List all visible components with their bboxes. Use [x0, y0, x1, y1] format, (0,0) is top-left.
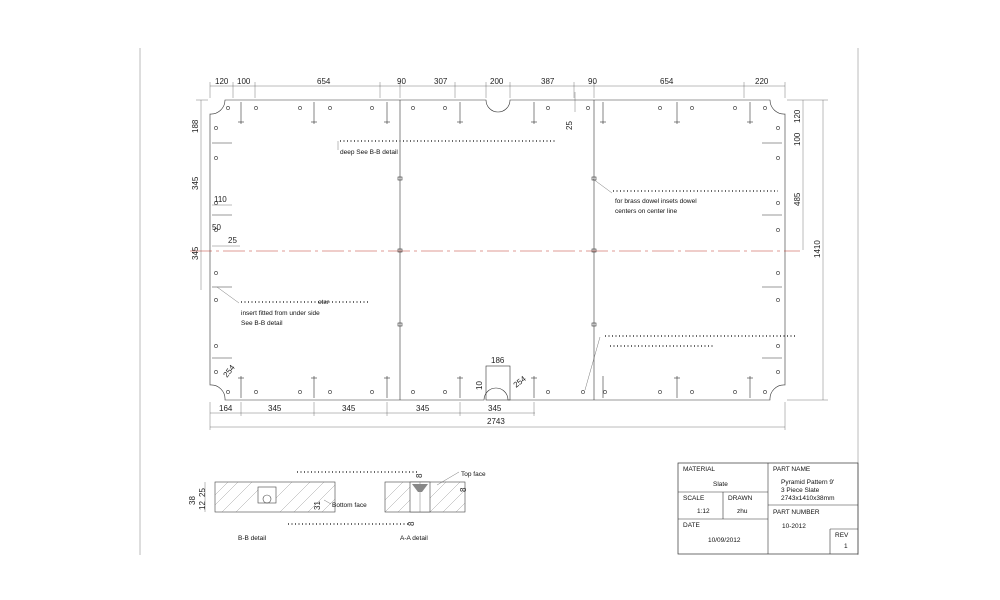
dim-left-2: 345 — [191, 246, 200, 260]
aa-dim-0: 8 — [459, 487, 468, 492]
tb-drawn-label: DRAWN — [728, 495, 753, 502]
aa-detail-label: A-A detail — [400, 535, 428, 542]
tb-rev-label: REV — [835, 532, 849, 539]
dim-left-1: 345 — [191, 176, 200, 190]
dim-left-0: 188 — [191, 119, 200, 133]
drawing-notes: deep See B-B detail for brass dowel inse… — [216, 140, 797, 391]
bb-dim-0: 38 — [188, 496, 197, 505]
dim-top-2: 654 — [317, 77, 331, 86]
dim-top-5: 200 — [490, 77, 504, 86]
dim-inner-2: 25 — [228, 236, 237, 245]
tb-scale-value: 1:12 — [697, 508, 710, 515]
dim-right-0: 120 — [793, 109, 802, 123]
tb-part-name-line1: Pyramid Pattern 9' — [781, 479, 834, 486]
bottom-dimension-chain: 164 345 345 345 345 2743 — [209, 402, 786, 430]
note-deep: deep See B-B detail — [340, 149, 398, 156]
tb-part-number-label: PART NUMBER — [773, 509, 820, 516]
aa-dim-1: 8 — [415, 473, 424, 478]
inner-dimensions: 110 50 25 25 186 10 254 254 — [212, 92, 576, 401]
dim-inner-3: 25 — [565, 121, 574, 130]
dim-inner-5: 10 — [475, 381, 484, 390]
slate-plan: 120 100 654 90 307 200 387 90 654 220 16… — [190, 77, 828, 430]
tb-rev-value: 1 — [844, 543, 848, 550]
dim-top-9: 220 — [755, 77, 769, 86]
aa-dim-2: 8 — [407, 521, 416, 526]
dim-bottom-0: 164 — [219, 404, 233, 413]
dim-inner-4: 186 — [491, 356, 505, 365]
dim-top-4: 307 — [434, 77, 448, 86]
tb-drawn-value: zhu — [737, 508, 748, 515]
tb-part-name-line3: 2743x1410x38mm — [781, 495, 834, 502]
tb-material-label: MATERIAL — [683, 466, 715, 473]
right-dimension-chain: 120 100 485 1410 — [787, 99, 828, 401]
dim-inner-0: 110 — [214, 195, 227, 204]
dim-top-3: 90 — [397, 77, 406, 86]
tb-part-name-label: PART NAME — [773, 466, 811, 473]
bolt-holes-bottom — [226, 376, 767, 398]
middle-slot — [485, 365, 511, 401]
dim-total-length: 2743 — [487, 417, 505, 426]
slate-outline — [209, 99, 786, 401]
bolt-holes-sides — [212, 126, 782, 374]
bb-bottom-face-label: Bottom face — [332, 502, 367, 509]
dim-right-1: 100 — [793, 132, 802, 146]
dim-inner-6: 254 — [512, 374, 528, 390]
dim-inner-7: 254 — [221, 363, 237, 379]
bb-detail: 38 25 12 31 Bottom face B-B detail — [188, 471, 418, 542]
dim-inner-1: 50 — [212, 223, 221, 232]
dim-right-3: 1410 — [813, 240, 822, 258]
bb-dim-1: 25 — [198, 488, 207, 497]
dowel-marks — [397, 176, 597, 327]
top-dimension-chain: 120 100 654 90 307 200 387 90 654 220 — [209, 77, 786, 98]
aa-detail: Top face 8 8 8 A-A detail — [384, 471, 486, 542]
dim-top-8: 654 — [660, 77, 674, 86]
note-insert-line1: insert fitted from under side — [241, 310, 320, 317]
title-block: MATERIAL Slate PART NAME Pyramid Pattern… — [677, 462, 859, 555]
bb-dim-3: 31 — [313, 501, 322, 510]
left-dimension-chain: 188 345 345 — [191, 99, 208, 290]
note-dowel-line2: centers on center line — [615, 208, 678, 215]
dim-bottom-1: 345 — [268, 404, 282, 413]
bb-dim-2: 12 — [198, 501, 207, 510]
note-dowel-line1: for brass dowel insets dowel — [615, 198, 697, 205]
tb-scale-label: SCALE — [683, 495, 705, 502]
note-insert-tag: eter — [318, 299, 330, 306]
dim-bottom-4: 345 — [488, 404, 502, 413]
dim-bottom-2: 345 — [342, 404, 356, 413]
tb-part-number-value: 10-2012 — [782, 523, 806, 530]
aa-top-face-label: Top face — [461, 471, 486, 478]
note-insert-line2: See B-B detail — [241, 320, 283, 327]
dim-top-0: 120 — [215, 77, 229, 86]
bolt-holes-top — [226, 102, 767, 124]
tb-part-name-line2: 3 Piece Slate — [781, 487, 820, 494]
dim-bottom-3: 345 — [416, 404, 430, 413]
tb-material-value: Slate — [713, 481, 728, 488]
dim-right-2: 485 — [793, 192, 802, 206]
tb-date-value: 10/09/2012 — [708, 537, 741, 544]
tb-date-label: DATE — [683, 522, 701, 529]
dim-top-1: 100 — [237, 77, 251, 86]
bb-detail-label: B-B detail — [238, 535, 267, 542]
dim-top-6: 387 — [541, 77, 555, 86]
dim-top-7: 90 — [588, 77, 597, 86]
